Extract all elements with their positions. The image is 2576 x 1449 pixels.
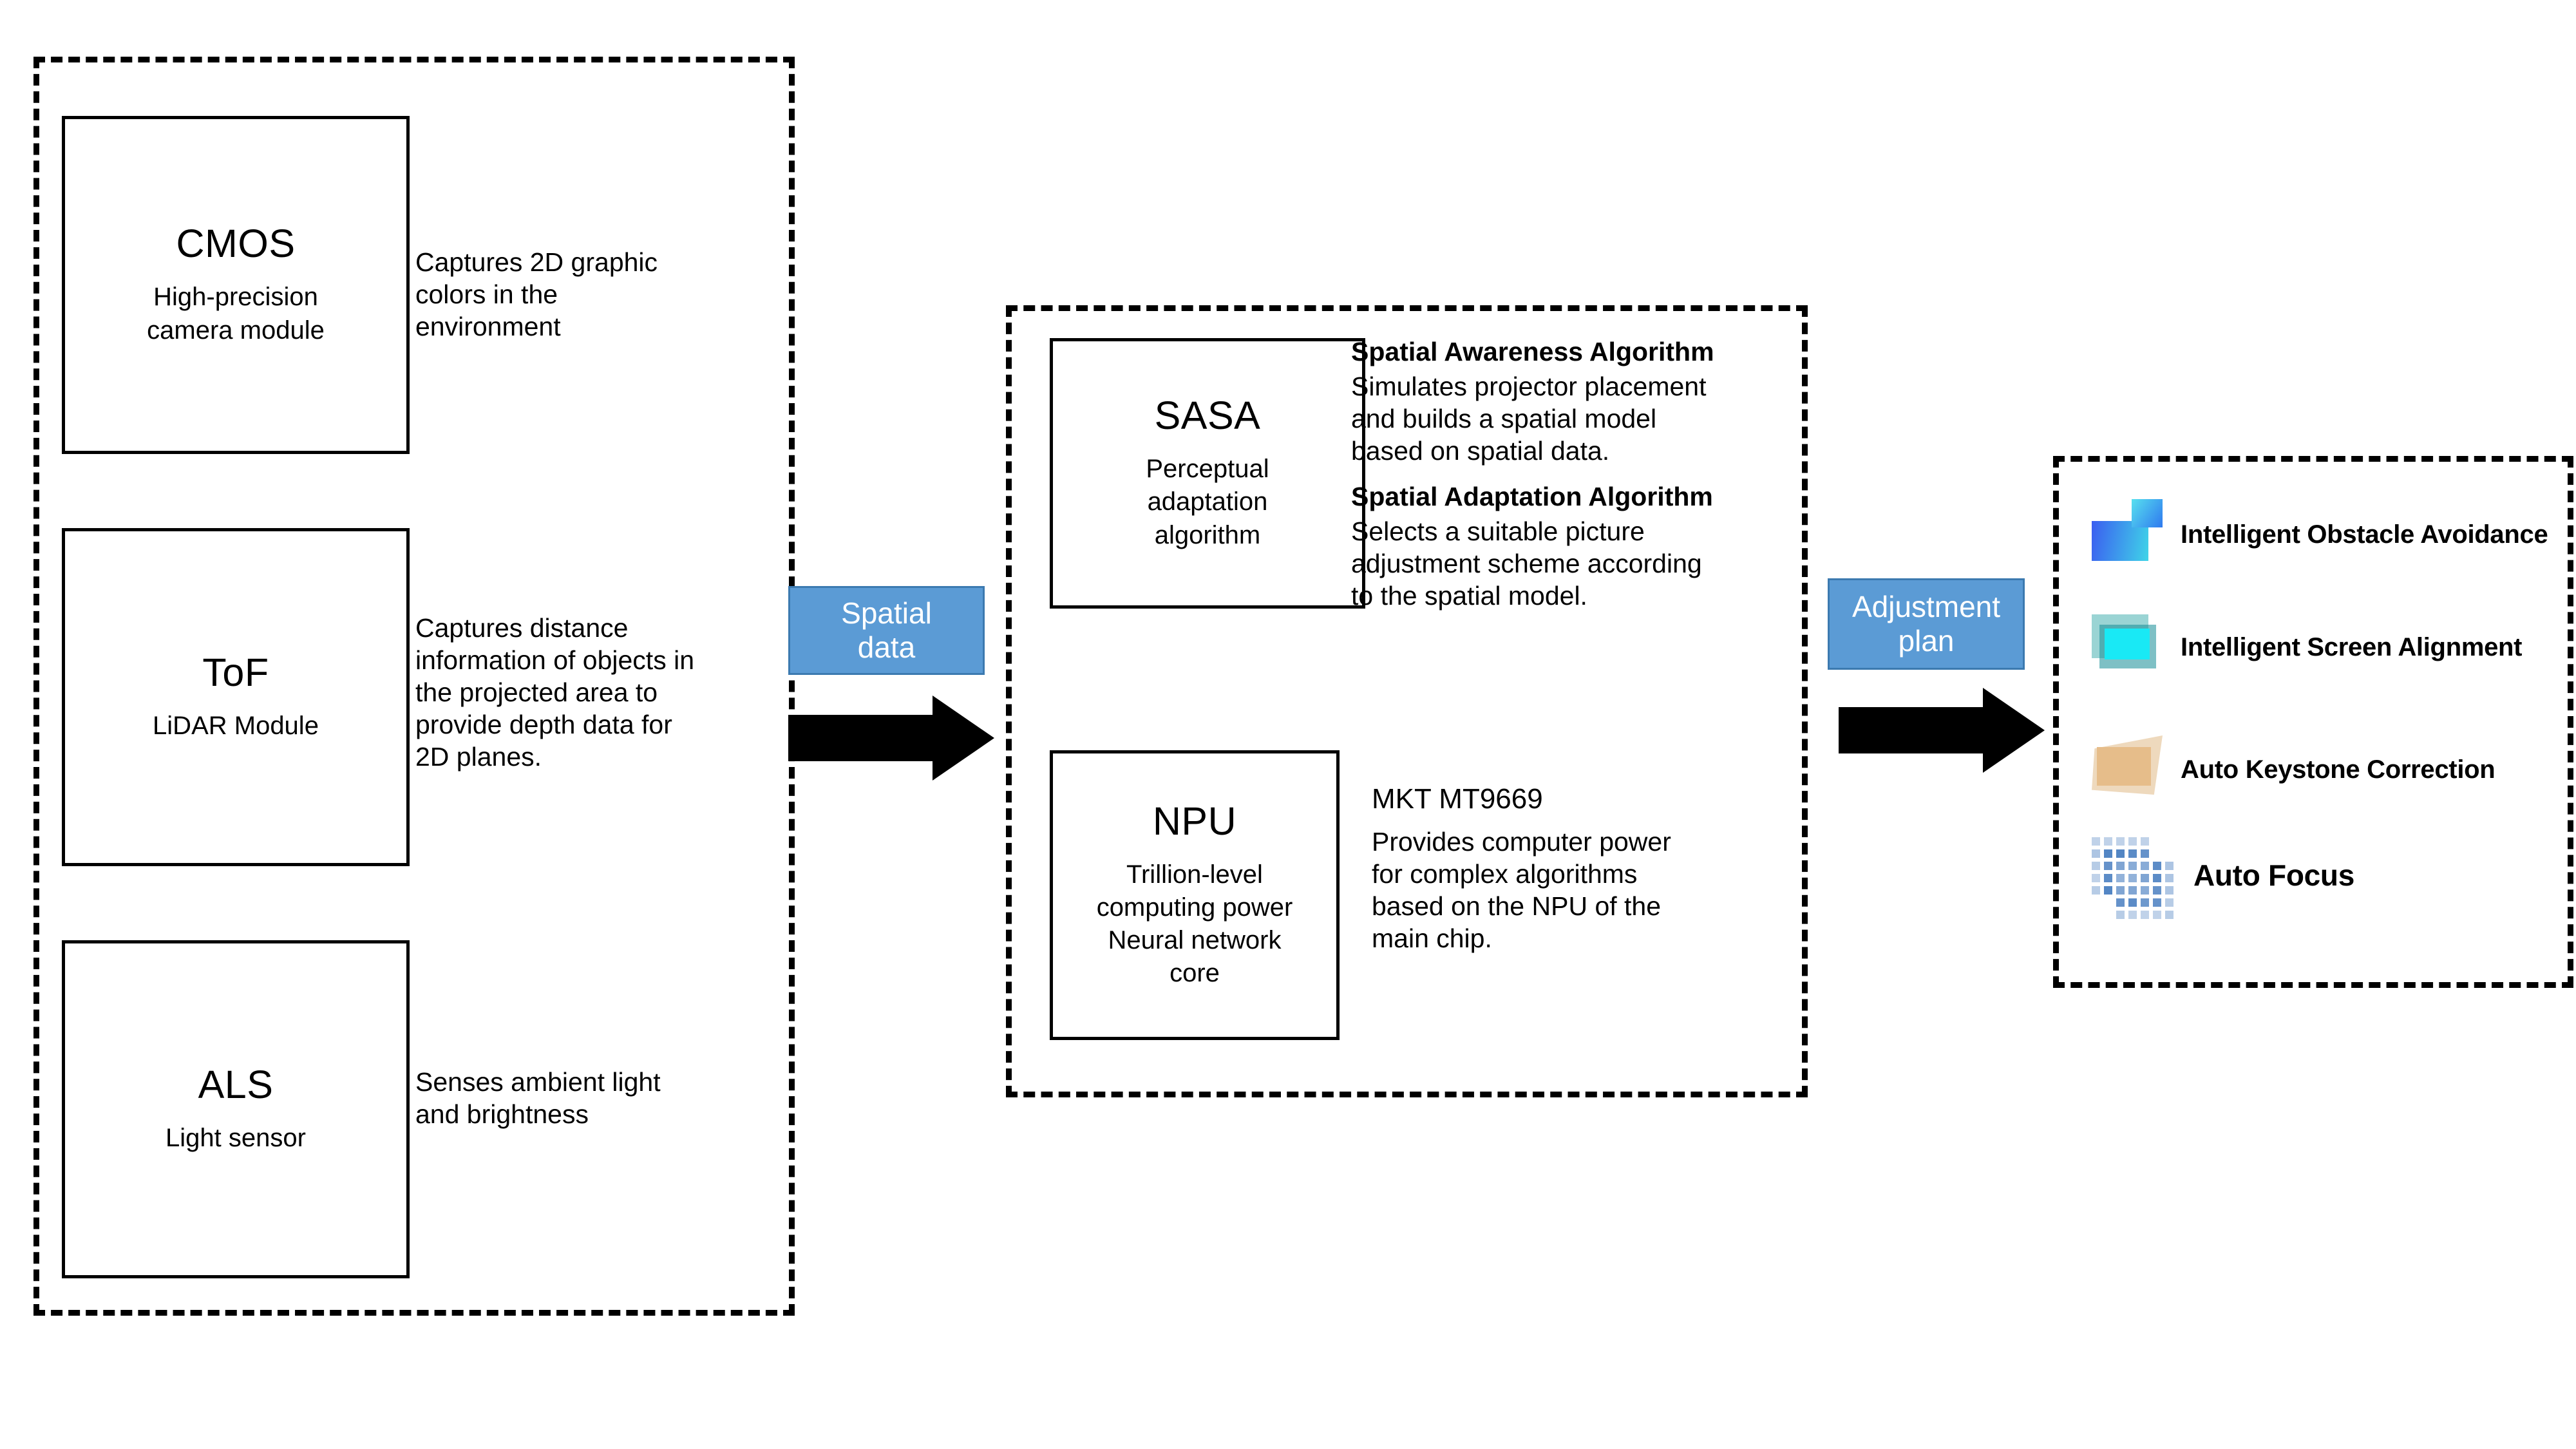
npu-description-block: MKT MT9669 Provides computer power for c… — [1372, 782, 1797, 954]
output-group-container — [2053, 456, 2573, 988]
feature-label-auto-focus: Auto Focus — [2193, 858, 2354, 892]
sensor-group-container — [33, 57, 795, 1316]
sensor-title-tof: ToF — [202, 650, 269, 694]
sensor-title-cmos: CMOS — [176, 222, 296, 266]
compute-title-npu: NPU — [1152, 799, 1237, 843]
algorithm-heading-awareness: Spatial Awareness Algorithm — [1351, 337, 1714, 366]
algorithm-body-adaptation: Selects a suitable picture adjustment sc… — [1351, 516, 1702, 611]
feature-label-keystone-correction: Auto Keystone Correction — [2181, 755, 2496, 784]
feature-label-obstacle-avoidance: Intelligent Obstacle Avoidance — [2181, 520, 2548, 549]
compute-box-npu[interactable]: NPU Trillion-level computing power Neura… — [1050, 750, 1340, 1040]
auto-focus-icon — [2092, 837, 2182, 919]
feature-label-screen-alignment: Intelligent Screen Alignment — [2181, 632, 2523, 661]
feature-row-obstacle-avoidance[interactable]: Intelligent Obstacle Avoidance — [2092, 499, 2548, 570]
right-arrow-icon — [788, 696, 994, 781]
sensor-box-cmos[interactable]: CMOS High-precision camera module — [62, 116, 410, 454]
compute-title-sasa: SASA — [1154, 393, 1261, 438]
sensor-description-als: Senses ambient light and brightness — [415, 1067, 661, 1130]
compute-box-sasa[interactable]: SASA Perceptual adaptation algorithm — [1050, 338, 1365, 609]
screen-alignment-icon — [2092, 612, 2169, 683]
sensor-box-tof[interactable]: ToF LiDAR Module — [62, 528, 410, 866]
algorithm-heading-adaptation: Spatial Adaptation Algorithm — [1351, 482, 1713, 512]
sensor-title-als: ALS — [198, 1062, 274, 1106]
sensor-box-als[interactable]: ALS Light sensor — [62, 940, 410, 1278]
npu-chip-body: Provides computer power for complex algo… — [1372, 826, 1671, 953]
feature-row-keystone-correction[interactable]: Auto Keystone Correction — [2092, 734, 2496, 805]
compute-subtitle-npu: Trillion-level computing power Neural ne… — [1096, 860, 1293, 988]
sensor-description-tof: Captures distance information of objects… — [415, 613, 695, 772]
algorithm-body-awareness: Simulates projector placement and builds… — [1351, 372, 1707, 466]
feature-row-screen-alignment[interactable]: Intelligent Screen Alignment — [2092, 612, 2523, 683]
flow-label-adjustment-plan: Adjustment plan — [1828, 578, 2025, 670]
feature-row-auto-focus[interactable]: Auto Focus — [2092, 837, 2354, 919]
obstacle-avoidance-icon — [2092, 499, 2169, 570]
compute-group-container — [1006, 305, 1808, 1097]
sensor-subtitle-cmos: High-precision camera module — [147, 283, 325, 345]
keystone-correction-icon — [2092, 734, 2169, 805]
compute-subtitle-sasa: Perceptual adaptation algorithm — [1146, 455, 1269, 549]
npu-chip-name: MKT MT9669 — [1372, 783, 1543, 815]
flow-label-spatial-data: Spatial data — [788, 586, 985, 675]
sensor-description-cmos: Captures 2D graphic colors in the enviro… — [415, 247, 658, 342]
algorithm-description-block: Spatial Awareness Algorithm Simulates pr… — [1351, 336, 1802, 626]
sensor-subtitle-als: Light sensor — [166, 1123, 306, 1152]
right-arrow-icon — [1839, 688, 2045, 773]
sensor-subtitle-tof: LiDAR Module — [153, 711, 319, 740]
